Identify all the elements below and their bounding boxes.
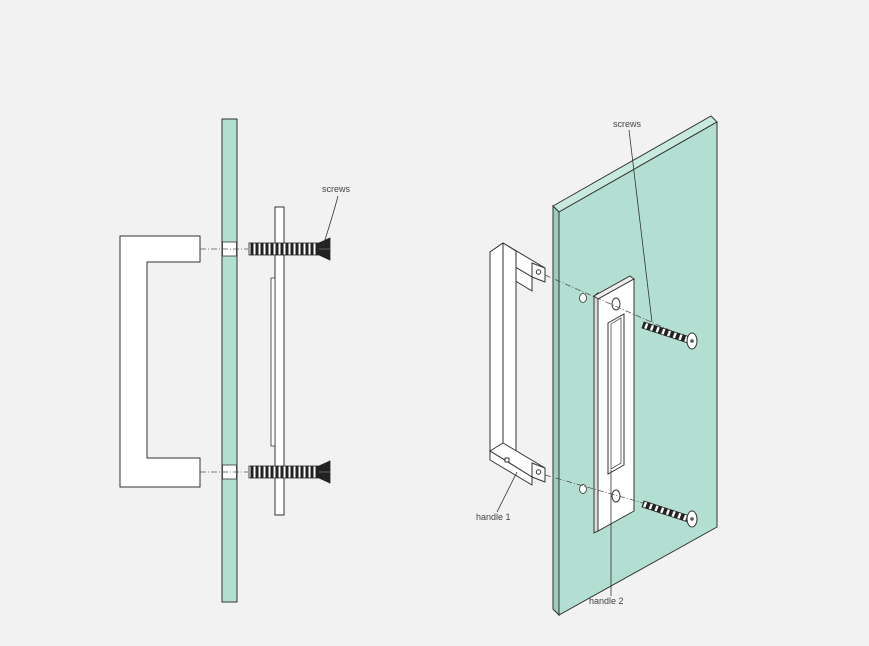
iso-handle-2-plate: [593, 275, 635, 534]
iso-view: screws handle 1 handle 2: [476, 115, 718, 617]
side-centerlines: [200, 248, 248, 473]
handle-2-label: handle 2: [589, 596, 624, 606]
iso-screws-label: screws: [613, 119, 642, 129]
side-screws-leader: [322, 195, 339, 247]
side-handle-2-plate: [270, 206, 285, 516]
side-glass-panel: [221, 118, 238, 603]
side-screw-upper: [248, 237, 331, 261]
iso-screw-upper: [641, 321, 698, 350]
iso-screws-leader: [628, 129, 653, 323]
iso-centerlines: [544, 274, 693, 518]
iso-screw-lower: [641, 500, 698, 528]
side-screw-lower: [248, 460, 331, 484]
iso-glass-panel: [552, 115, 718, 617]
iso-handle-1: [489, 242, 546, 486]
handle-1-leader: [496, 471, 518, 513]
side-view: screws: [119, 118, 351, 603]
side-screws-label: screws: [322, 184, 351, 194]
handle-1-label: handle 1: [476, 512, 511, 522]
side-handle-1: [119, 235, 201, 488]
